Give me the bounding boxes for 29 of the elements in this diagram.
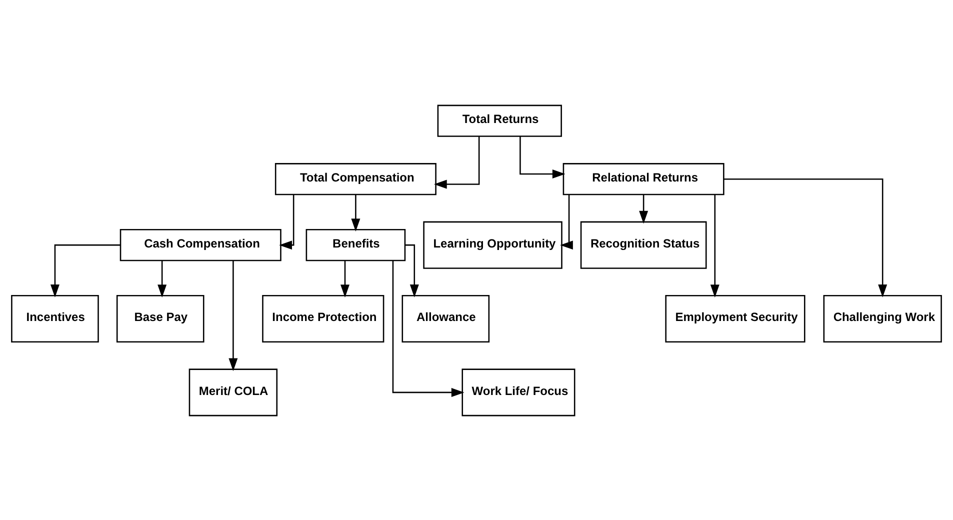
- arrow: [724, 178, 888, 297]
- arrow: [351, 194, 360, 231]
- arrow: [520, 136, 566, 178]
- node-box: Benefits: [306, 228, 406, 261]
- node-box: Relational Returns: [562, 162, 724, 195]
- node-box: Total Compensation: [274, 162, 436, 195]
- arrow: [340, 260, 350, 298]
- arrow: [560, 194, 573, 250]
- node-box: Income Protection: [262, 294, 384, 342]
- arrow: [710, 194, 720, 298]
- arrow: [158, 260, 167, 298]
- arrow: [405, 244, 419, 297]
- node-box: Base Pay: [116, 294, 204, 342]
- arrow: [434, 136, 480, 188]
- arrow: [50, 244, 120, 297]
- node-box: Total Returns: [437, 104, 562, 136]
- node-box: Challenging Work: [823, 294, 942, 342]
- node-box: Merit/ COLA: [188, 368, 278, 416]
- node-box: Cash Compensation: [120, 228, 282, 261]
- node-box: Work Life/ Focus: [462, 368, 576, 416]
- node-box: Allowance: [402, 294, 490, 342]
- node-box: Employment Security: [665, 294, 806, 342]
- arrow: [279, 194, 294, 250]
- node-box: Incentives: [11, 294, 99, 342]
- node-box: Learning Opportunity: [423, 220, 562, 268]
- arrow: [639, 194, 648, 224]
- arrow: [392, 260, 464, 396]
- arrow: [228, 260, 238, 371]
- node-box: Recognition Status: [580, 220, 707, 268]
